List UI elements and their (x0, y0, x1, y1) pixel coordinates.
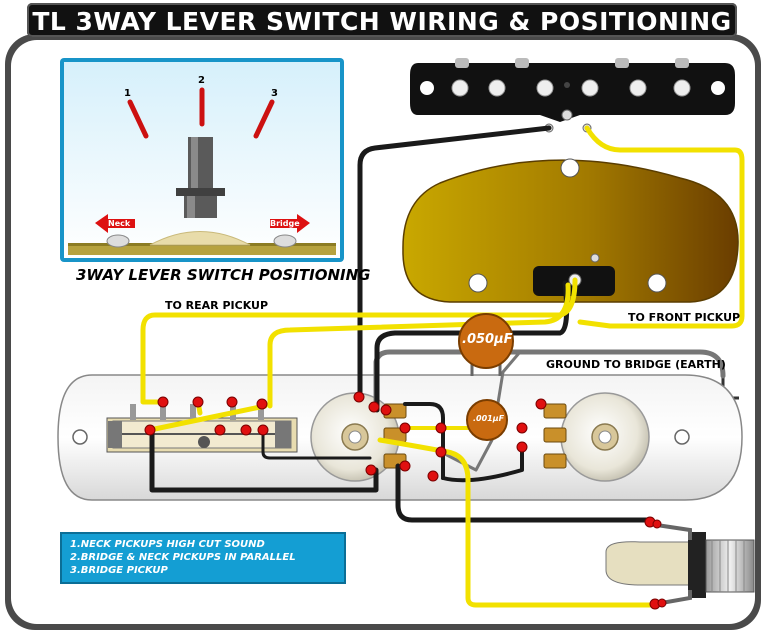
switch-ground-wire (149, 427, 379, 493)
page-title: TL 3WAY LEVER SWITCH WIRING & POSITIONIN… (32, 7, 732, 36)
positioning-panel (60, 58, 344, 262)
legend-box: 1.NECK PICKUPS HIGH CUT SOUND 2.BRIDGE &… (60, 532, 346, 584)
legend-item-2: 2.BRIDGE & NECK PICKUPS IN PARALLEL (70, 552, 296, 563)
position-line-3 (253, 99, 275, 139)
bridge-pickup (402, 158, 739, 303)
neck-arrow-label: Neck (108, 219, 131, 228)
rear-pickup-label: TO REAR PICKUP (165, 299, 269, 312)
capacitor-large-label: .050µF (462, 332, 513, 347)
position-label-1: 1 (124, 88, 131, 99)
position-line-1 (127, 99, 149, 139)
plate-screw-left (72, 429, 88, 445)
legend-item-1: 1.NECK PICKUPS HIGH CUT SOUND (70, 539, 265, 550)
bridge-arrow-label: Bridge (270, 219, 300, 228)
capacitor-large (458, 313, 514, 376)
ground-label: GROUND TO BRIDGE (EARTH) (546, 358, 726, 371)
capacitor-small-label: .001µF (473, 414, 505, 423)
solder-points (144, 391, 667, 610)
positioning-caption: 3WAY LEVER SWITCH POSITIONING (76, 266, 371, 284)
output-jack (605, 522, 755, 607)
rear-pickup-wire (140, 277, 578, 405)
position-label-3: 3 (271, 88, 278, 99)
front-pickup-wire (577, 125, 745, 329)
neck-black-wire (357, 125, 552, 400)
bridge-arrow (270, 214, 310, 233)
capacitor-small (466, 399, 508, 441)
three-way-switch (106, 404, 298, 453)
neck-pickup (410, 58, 735, 133)
jack-ground-wire (395, 463, 653, 523)
position-label-2: 2 (198, 75, 205, 86)
plate-screw-right (674, 429, 690, 445)
neck-arrow (95, 214, 135, 233)
output-hot-wire (377, 437, 658, 608)
front-pickup-label: TO FRONT PICKUP (628, 311, 741, 324)
title-banner: TL 3WAY LEVER SWITCH WIRING & POSITIONIN… (27, 3, 737, 37)
legend-item-3: 3.BRIDGE PICKUP (70, 565, 168, 576)
